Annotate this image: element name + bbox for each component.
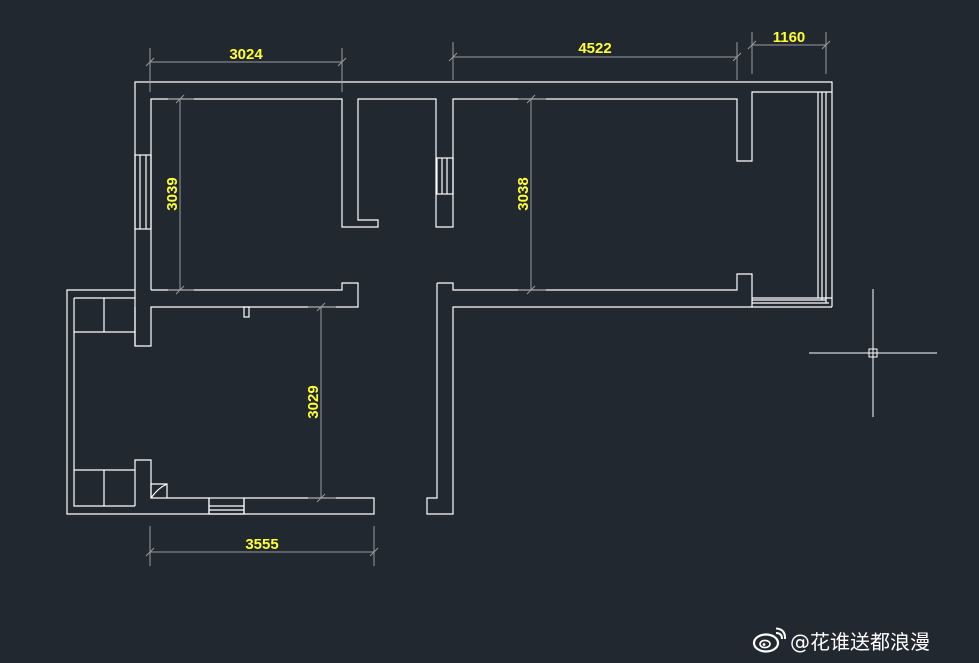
dim-label-balcony: 1160 <box>773 29 806 46</box>
weibo-icon <box>752 627 786 653</box>
dim-label-top-left: 3024 <box>229 46 263 63</box>
dimension-lines <box>149 32 827 566</box>
watermark-text: @花谁送都浪漫 <box>790 630 930 654</box>
dim-label-left-room-height: 3039 <box>164 177 181 210</box>
dimension-labels: 3024 4522 1160 3555 3039 3038 3029 <box>164 29 805 553</box>
dimension-ticks <box>145 40 831 557</box>
dim-label-right-room-height: 3038 <box>515 177 532 210</box>
dim-label-bottom-room-height: 3029 <box>305 385 322 418</box>
crosshair-cursor-icon <box>809 289 937 417</box>
floor-plan-walls <box>66 81 833 515</box>
dim-label-top-right: 4522 <box>578 40 611 57</box>
dim-label-bottom: 3555 <box>245 536 278 553</box>
